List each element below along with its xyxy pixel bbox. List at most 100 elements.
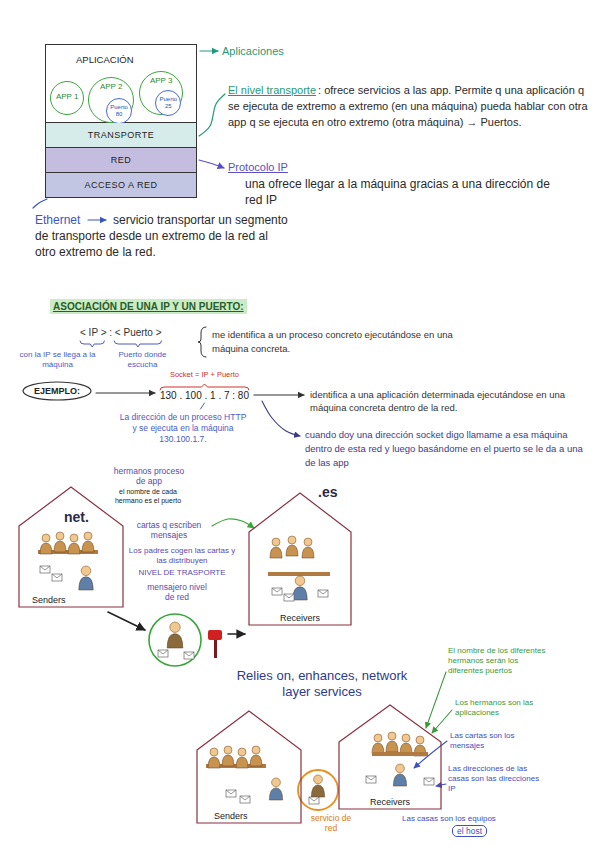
node-label: APP 3 <box>149 77 173 86</box>
house: Receivers <box>338 704 442 810</box>
brace <box>114 341 161 347</box>
person-figure <box>372 734 384 754</box>
note-text: cuando doy una dirección socket digo lla… <box>305 428 590 470</box>
annotation: Las casas son los equipos <box>402 814 496 824</box>
pointer-arrow <box>200 50 218 51</box>
pointer-arrow <box>88 219 106 220</box>
port-circle: Puerto 80 <box>106 98 132 124</box>
brace <box>160 384 249 390</box>
house-outline <box>249 493 351 625</box>
node-label: Puerto 80 <box>110 104 129 117</box>
person-figure <box>400 734 412 754</box>
node-label: Senders <box>32 595 66 605</box>
flow-arrow <box>228 633 245 635</box>
note-heading: Protocolo IP <box>228 160 288 174</box>
annotation: hermanos proceso de app <box>113 466 185 486</box>
house-outline <box>196 710 302 824</box>
node-label: el host <box>457 826 482 836</box>
house: Senders <box>196 710 302 824</box>
person-figure <box>286 536 298 556</box>
house: Senders <box>18 486 124 608</box>
leader-line <box>33 199 47 208</box>
brace <box>198 327 206 357</box>
note-text: : ofrece servicios a las app. Permite q … <box>228 82 588 130</box>
letter-envelope <box>318 590 328 597</box>
house-outline <box>197 711 301 823</box>
node-label: ACCESO A RED <box>84 180 157 190</box>
node-label: APP 2 <box>99 83 123 92</box>
note-text: una ofrece llegar a la máquina gracias a… <box>245 176 560 208</box>
letter-envelope <box>184 652 194 659</box>
leader-line <box>199 94 225 136</box>
annotation: el nombre de cada hermano es el puerto <box>106 488 190 505</box>
house-outline <box>248 492 352 626</box>
house-outline <box>338 704 442 810</box>
person-figure <box>311 775 324 797</box>
annotation: Los padres cogen las cartas y las distri… <box>126 546 238 566</box>
layer-band: TRANSPORTE <box>45 123 197 148</box>
oval-outline <box>23 382 91 400</box>
node-label: Receivers <box>338 797 442 807</box>
annotation: mensajero nivel de red <box>142 582 212 602</box>
person-figure <box>236 748 248 768</box>
person-figure <box>302 538 314 558</box>
person-figure <box>393 764 406 786</box>
letter-envelope <box>226 790 236 797</box>
layer-box: APLICACIÓN APP 1 APP 2 Puerto 80 APP 3 Puerto… <box>45 44 197 123</box>
annotation: La dirección de un proceso HTTP y se eje… <box>118 412 248 445</box>
pointer-arrow <box>96 392 155 393</box>
person-figure <box>222 746 234 766</box>
annotation: Los hermanos son las aplicaciones <box>455 698 550 718</box>
person-figure <box>79 566 93 590</box>
node-label: Receivers <box>248 613 352 623</box>
person-figure <box>167 622 183 648</box>
letter-envelope <box>366 776 376 783</box>
slide-title: Relies on, enhances, network layer servi… <box>236 668 408 700</box>
note-text: identifica a una aplicación determinada … <box>310 388 592 414</box>
node-label: APLICACIÓN <box>46 45 196 65</box>
house-outline <box>339 705 441 809</box>
formula: < IP > : < Puerto > <box>80 326 162 339</box>
node-label: Senders <box>214 811 248 821</box>
host-box: el host <box>452 825 487 837</box>
domain-label: net. <box>64 508 89 526</box>
layer-band: ACCESO A RED <box>45 173 197 198</box>
person-figure <box>40 534 52 554</box>
mailbox <box>214 640 217 658</box>
app-circle: APP 1 <box>50 81 85 116</box>
letter-envelope <box>240 796 250 803</box>
leader-line <box>414 741 447 768</box>
leader-line <box>262 401 300 436</box>
person-figure <box>54 532 66 552</box>
pointer-arrow <box>254 394 304 395</box>
leader-line <box>212 519 254 528</box>
letter-envelope <box>52 574 62 581</box>
person-figure <box>269 778 282 800</box>
leader-line <box>199 160 224 168</box>
flow-arrow <box>108 612 145 630</box>
annotation: Puerto donde escucha <box>115 350 170 370</box>
person-figure <box>270 538 282 558</box>
annotation: servicio de red <box>305 813 357 833</box>
node-label: TRANSPORTE <box>88 130 154 140</box>
house-outline <box>18 486 124 608</box>
person-figure <box>82 532 94 552</box>
note-text: servicio transportar un segmento de tran… <box>35 212 290 260</box>
house: Receivers <box>248 492 352 626</box>
annotation: con la IP se llega a la máquina <box>15 350 100 370</box>
annotation: Las direcciones de las casas son las dir… <box>448 764 543 794</box>
socket-address: 130 . 100 . 1 . 7 : 80 <box>160 389 249 402</box>
app-circle: APP 3 Puerto 25 <box>139 71 183 115</box>
letter-envelope <box>158 650 168 657</box>
person-figure <box>250 746 262 766</box>
letter-envelope <box>309 797 319 804</box>
leader-line <box>432 710 452 733</box>
annotation: El nombre de los diferentes hermanos ser… <box>448 646 548 676</box>
note-text: me identifica a un proceso concreto ejec… <box>212 328 477 356</box>
annotation: Aplicaciones <box>222 44 284 58</box>
port-circle: Puerto 25 <box>155 90 181 116</box>
annotation: NIVEL DE TRASPORTE <box>130 568 234 578</box>
person-figure <box>208 748 220 768</box>
node-label: EJEMPLO: <box>34 386 80 396</box>
domain-label: .es <box>318 483 337 501</box>
